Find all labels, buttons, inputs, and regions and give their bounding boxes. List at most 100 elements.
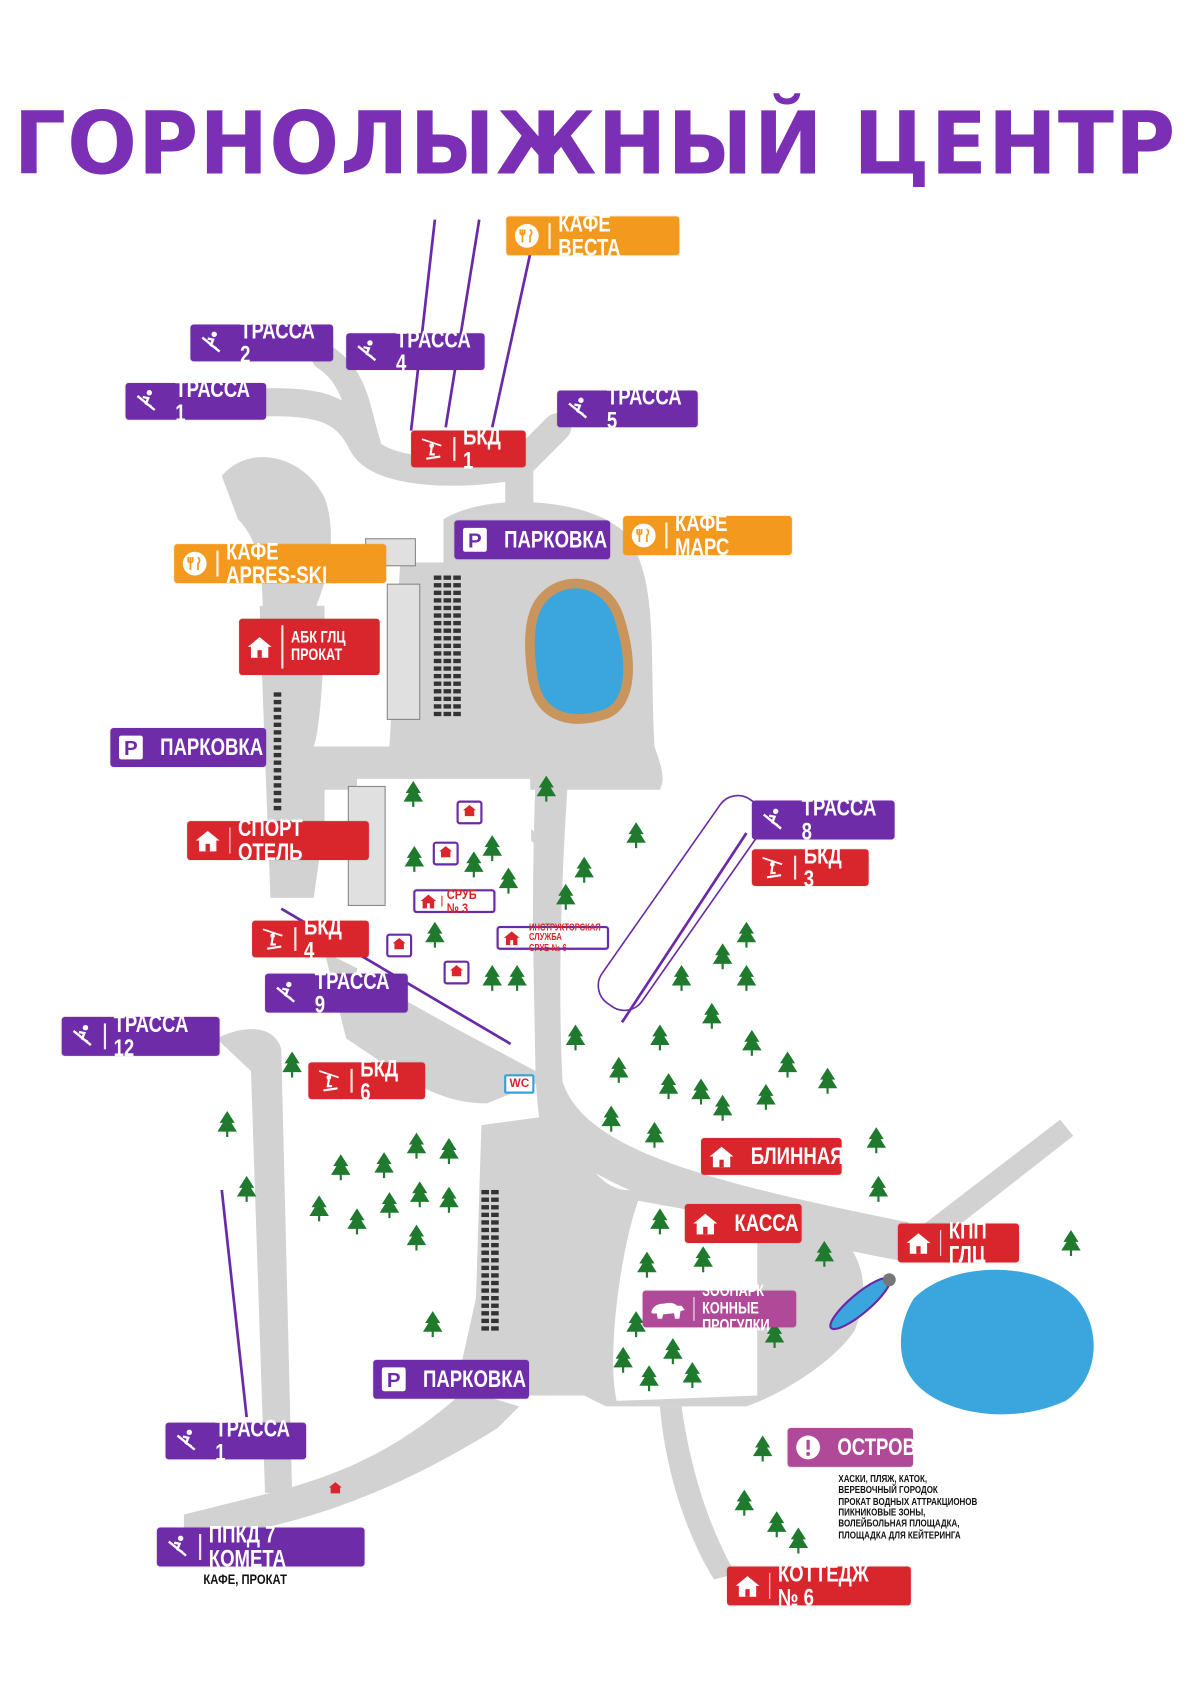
map-label-блинная[interactable]: БЛИННАЯ — [701, 1138, 844, 1175]
map-label-остров[interactable]: ОСТРОВ — [787, 1427, 917, 1467]
label-text: ПАРКОВКА — [160, 733, 264, 761]
label-text: ОСТРОВ — [837, 1433, 917, 1461]
cabin-marker[interactable] — [443, 960, 470, 985]
map-label-коттедж--6[interactable]: КОТТЕДЖ № 6 — [726, 1562, 911, 1609]
label-text: СПОРТ ОТЕЛЬ — [238, 814, 304, 866]
label-text: ТРАССА 5 — [606, 382, 682, 434]
map-label-бкд-1[interactable]: БКД 1 — [411, 425, 526, 472]
tree-icon — [650, 1024, 670, 1051]
ski-lift-icon — [418, 435, 446, 463]
label-divider — [441, 895, 443, 907]
note-line: ВОЛЕЙБОЛЬНАЯ ПЛОЩАДКА, — [838, 1518, 960, 1529]
label-text: ППКД 7 КОМЕТА — [208, 1521, 286, 1572]
svg-text:P: P — [124, 737, 138, 760]
tree-icon — [868, 1175, 889, 1202]
map-label-трасса-4[interactable]: ТРАССА 4 — [346, 327, 485, 375]
map-label-спорт-отель[interactable]: СПОРТ ОТЕЛЬ — [187, 816, 369, 864]
map-label-абк-глц-прокат[interactable]: АБК ГЛЦ ПРОКАТ — [239, 618, 380, 676]
tree-icon — [764, 1321, 785, 1348]
map-label-кпп-глц[interactable]: КПП ГЛЦ — [897, 1219, 1020, 1266]
skier-icon — [132, 387, 160, 415]
tree-icon — [756, 1083, 776, 1110]
label-divider — [229, 827, 231, 854]
map-label-кафе-веста[interactable]: КАФЕ ВЕСТА — [506, 211, 680, 259]
cabin-marker[interactable] — [432, 841, 459, 866]
house-icon — [707, 1142, 735, 1170]
ski-lift-icon — [315, 1067, 343, 1095]
house-icon — [246, 633, 274, 661]
skier-icon — [564, 395, 592, 423]
label-text: КАССА — [734, 1209, 799, 1237]
map-label-касса[interactable]: КАССА — [684, 1204, 802, 1243]
tree-icon — [702, 1002, 722, 1029]
tree-icon — [777, 1051, 798, 1078]
label-text: ИНСТРУКТОРСКАЯ СЛУЖБА СРУБ № 6 — [529, 921, 601, 953]
ski-lift-icon — [758, 854, 786, 882]
tree-icon — [644, 1121, 665, 1148]
tree-icon — [347, 1208, 367, 1235]
tree-icon — [650, 1208, 670, 1235]
map-label-трасса-8[interactable]: ТРАССА 8 — [751, 796, 895, 843]
map-label-трасса-12[interactable]: ТРАССА 12 — [61, 1012, 220, 1060]
label-text: ПАРКОВКА — [422, 1365, 527, 1393]
cafe-icon — [513, 222, 541, 250]
skier-icon — [172, 1427, 200, 1455]
map-label-трасса-1[interactable]: ТРАССА 1 — [165, 1417, 307, 1464]
map-label-сруб--3[interactable]: СРУБ № 3 — [413, 887, 496, 915]
tree-icon — [639, 1365, 659, 1392]
tree-icon — [658, 1073, 679, 1100]
cafe-icon — [630, 521, 658, 549]
label-text: БЛИННАЯ — [750, 1142, 844, 1170]
map-label-трасса-1[interactable]: ТРАССА 1 — [125, 377, 267, 425]
map-label-трасса-9[interactable]: ТРАССА 9 — [265, 969, 408, 1016]
map-label-кафе-марс[interactable]: КАФЕ МАРС — [623, 511, 792, 559]
tree-icon — [1061, 1230, 1081, 1256]
map-label-бкд-4[interactable]: БКД 4 — [252, 915, 369, 962]
label-text: ТРАССА 4 — [395, 325, 471, 377]
pond — [525, 578, 633, 724]
label-divider — [665, 522, 667, 549]
tree-icon — [663, 1338, 683, 1365]
tree-icon — [482, 835, 502, 862]
label-divider — [769, 1572, 771, 1599]
tree-icon — [671, 964, 692, 991]
map-label-кафе-apres-ski[interactable]: КАФЕ APRES-SKI — [174, 539, 387, 587]
tree-icon — [637, 1251, 657, 1278]
house-icon — [462, 803, 477, 822]
map-label-трасса-2[interactable]: ТРАССА 2 — [190, 319, 334, 366]
note-line: ПРОКАТ ВОДНЫХ АТТРАКЦИОНОВ — [838, 1495, 978, 1507]
label-divider — [940, 1230, 942, 1256]
map-label-зоопарк-конные-прогулки[interactable]: ЗООПАРК КОННЫЕ ПРОГУЛКИ — [642, 1283, 797, 1334]
parking-icon: P — [117, 733, 145, 761]
map-label-ппкд-7-комета[interactable]: ППКД 7 КОМЕТА — [156, 1523, 365, 1570]
house-icon — [328, 1480, 343, 1498]
map-label-инструкторская-служба-сруб--6[interactable]: ИНСТРУКТОРСКАЯ СЛУЖБА СРУБ № 6 — [496, 922, 610, 953]
bear-icon — [649, 1295, 686, 1323]
trees — [217, 775, 1081, 1554]
house-icon — [449, 963, 464, 982]
cabin-marker[interactable] — [456, 800, 483, 825]
ostrov-description: ХАСКИ, ПЛЯЖ, КАТОК, ВЕРЕВОЧНЫЙ ГОРОДОК П… — [838, 1473, 977, 1540]
tree-icon — [609, 1056, 629, 1083]
label-text: ТРАССА 2 — [240, 316, 315, 368]
map-label-парковка[interactable]: P ПАРКОВКА — [110, 728, 267, 767]
tree-icon — [626, 822, 646, 849]
map-label-бкд-3[interactable]: БКД 3 — [751, 843, 869, 891]
cafe-icon — [181, 550, 209, 578]
tree-icon — [752, 1435, 773, 1462]
tree-icon — [236, 1175, 257, 1202]
label-divider — [216, 550, 218, 577]
tree-icon — [331, 1154, 351, 1181]
tree-icon — [601, 1105, 621, 1132]
cabin-marker[interactable] — [328, 1480, 343, 1499]
label-text: КАФЕ APRES-SKI — [225, 537, 327, 589]
wc-marker[interactable]: WC — [504, 1074, 535, 1094]
map-label-трасса-5[interactable]: ТРАССА 5 — [557, 385, 698, 432]
cabin-marker[interactable] — [386, 933, 413, 958]
map-label-бкд-6[interactable]: БКД 6 — [308, 1056, 426, 1104]
label-divider — [693, 1297, 695, 1321]
building — [386, 583, 421, 720]
label-text: ТРАССА 12 — [113, 1010, 188, 1062]
